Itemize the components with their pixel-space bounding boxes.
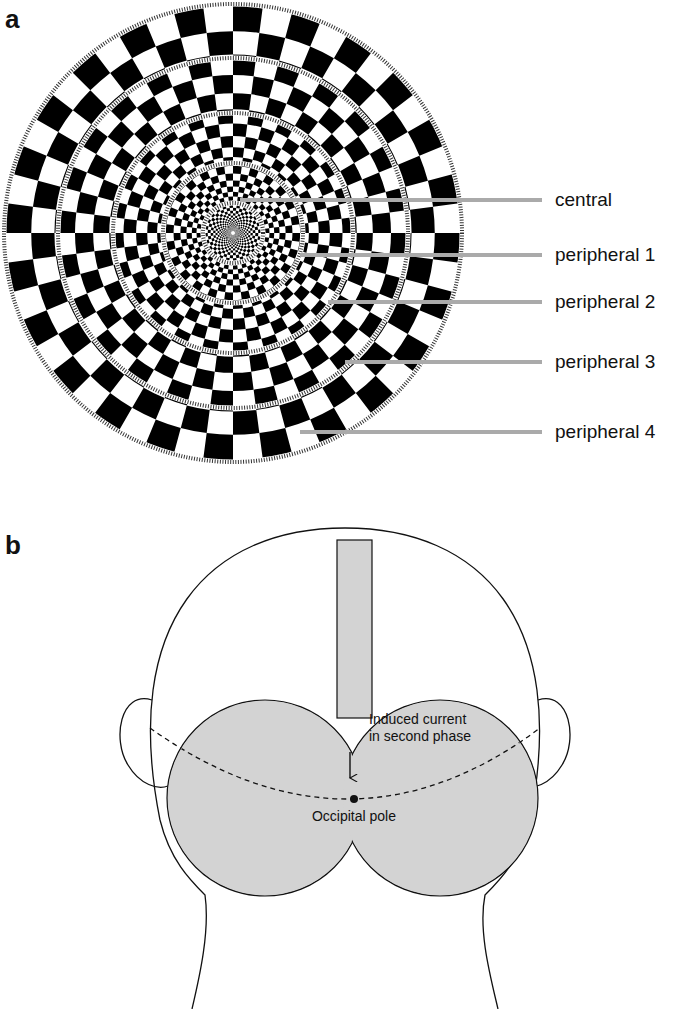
- coil-handle: [337, 540, 372, 718]
- panel-letter: b: [5, 530, 21, 561]
- current-arrow: [349, 752, 350, 778]
- region-label: peripheral 1: [555, 244, 655, 267]
- occipital-pole-dot: [350, 795, 358, 803]
- leader-lines: [240, 200, 542, 432]
- region-label: peripheral 3: [555, 351, 655, 374]
- current-label: Induced current in second phase: [369, 711, 481, 745]
- region-label: peripheral 4: [555, 421, 655, 444]
- figure-eight-coil: [150, 540, 540, 896]
- landmark-label: Occipital pole: [312, 808, 396, 825]
- ear: [120, 699, 168, 788]
- checkerboard-stimulus: [4, 4, 462, 462]
- region-label: central: [555, 189, 612, 212]
- region-label: peripheral 2: [555, 291, 655, 314]
- head-outline: [120, 528, 570, 1009]
- panel-letter: a: [5, 4, 19, 35]
